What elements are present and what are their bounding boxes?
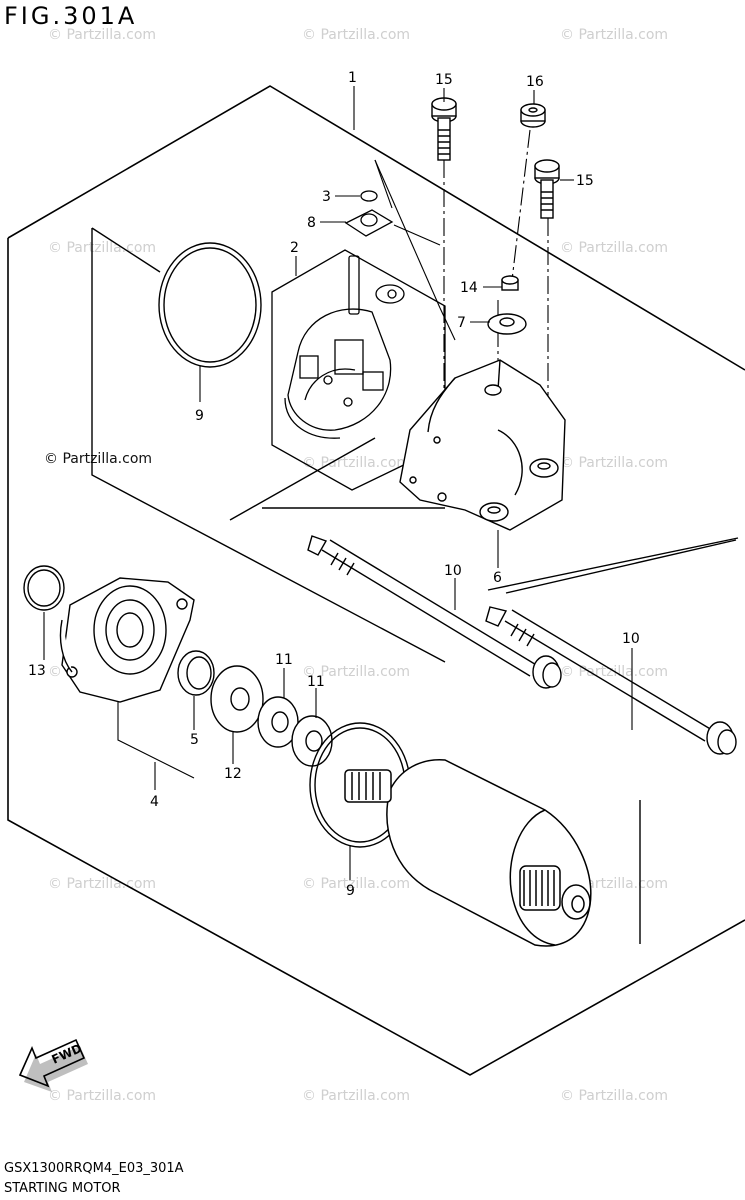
bolt-15-left	[431, 97, 457, 161]
callout-3: 3	[322, 189, 331, 205]
callout-14: 14	[460, 280, 478, 296]
washer-11-a	[257, 696, 299, 748]
nut-16	[520, 103, 546, 128]
motor-housing-bracket	[399, 359, 566, 531]
callout-7: 7	[457, 315, 466, 331]
watermark: © Partzilla.com	[560, 240, 669, 256]
watermark: © Partzilla.com	[48, 1088, 157, 1104]
watermark: © Partzilla.com	[48, 876, 157, 892]
watermark: © Partzilla.com	[302, 664, 411, 680]
callout-9-lower: 9	[346, 883, 355, 899]
diagram-code: GSX1300RRQM4_E03_301A	[4, 1161, 184, 1176]
callout-2: 2	[290, 240, 299, 256]
copyright-notice: © Partzilla.com	[44, 451, 153, 467]
watermark: © Partzilla.com	[560, 1088, 669, 1104]
callout-8: 8	[307, 215, 316, 231]
callout-4: 4	[150, 794, 159, 810]
large-o-ring-upper	[158, 242, 262, 368]
watermark: © Partzilla.com	[302, 876, 411, 892]
oil-seal-5	[177, 650, 215, 696]
callout-13: 13	[28, 663, 46, 679]
through-bolt-10-upper	[307, 535, 562, 689]
figure-title: FIG.301A	[4, 2, 138, 30]
callout-15-right: 15	[576, 173, 594, 189]
sub-panel-outline	[91, 227, 739, 944]
callout-11-a: 11	[275, 652, 293, 668]
washer-12	[210, 665, 264, 733]
callout-numbers: 1 2 3 4 5 6 7 8 9 9 10 10 11 11 12 13 14…	[28, 70, 640, 899]
diagram-name: STARTING MOTOR	[4, 1181, 121, 1196]
watermark: © Partzilla.com	[302, 27, 411, 43]
callout-5: 5	[190, 732, 199, 748]
callout-12: 12	[224, 766, 242, 782]
watermark: © Partzilla.com	[560, 27, 669, 43]
callout-15-left: 15	[435, 72, 453, 88]
callout-1: 1	[348, 70, 357, 86]
end-cover-4	[59, 577, 195, 703]
callout-10-lower: 10	[622, 631, 640, 647]
through-bolt-10-lower	[485, 606, 737, 755]
assembly-outline	[7, 85, 745, 1076]
small-o-ring	[360, 190, 378, 202]
watermark: © Partzilla.com	[302, 455, 411, 471]
watermark: © Partzilla.com	[302, 1088, 411, 1104]
callout-leaders	[43, 86, 633, 880]
callout-9-upper: 9	[195, 408, 204, 424]
brush-holder	[284, 255, 405, 439]
fwd-arrow-icon: FWD	[18, 1038, 88, 1092]
bolt-15-right	[534, 159, 560, 219]
washer-7	[487, 313, 527, 335]
terminal-gasket	[344, 209, 394, 237]
motor-yoke	[344, 759, 592, 947]
watermark: © Partzilla.com	[560, 455, 669, 471]
callout-16: 16	[526, 74, 544, 90]
leader-lines	[374, 159, 456, 341]
o-ring-13	[23, 565, 65, 611]
washer-11-b	[291, 715, 333, 767]
callout-6: 6	[493, 570, 502, 586]
callout-11-b: 11	[307, 674, 325, 690]
nut-14	[501, 275, 519, 291]
watermark: © Partzilla.com	[48, 27, 157, 43]
callout-10-upper: 10	[444, 563, 462, 579]
